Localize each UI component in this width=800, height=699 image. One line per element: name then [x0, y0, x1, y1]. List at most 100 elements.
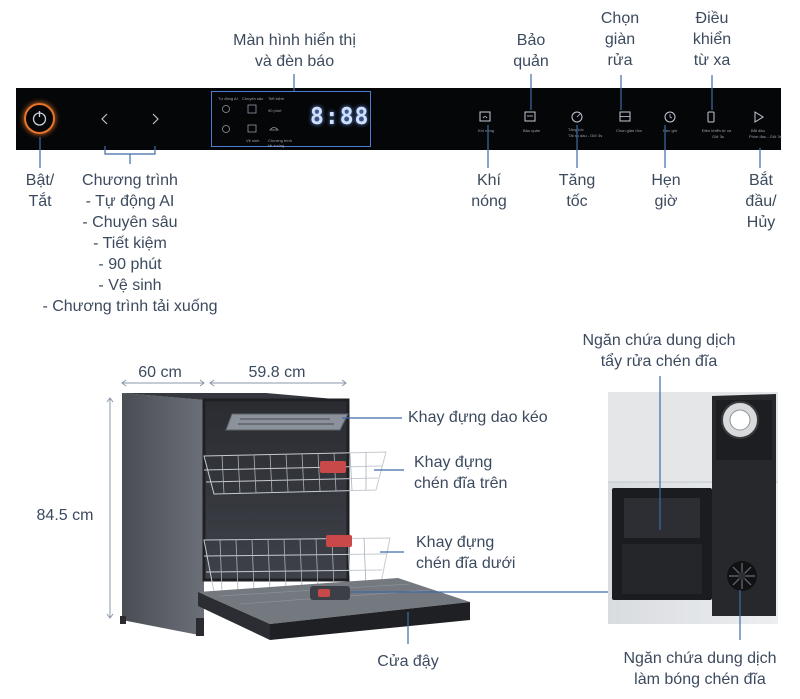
rack-icon [619, 111, 631, 122]
hot-air-callout: Khí nóng [466, 170, 512, 212]
program-label-hygiene: Vệ sinh [246, 138, 260, 143]
lower-rack-label-line1: Khay đựng [416, 534, 495, 551]
cutlery-tray-label: Khay đựng dao kéo [408, 409, 548, 426]
power-icon [32, 111, 47, 126]
display-callout-line1: Màn hình hiển thị [233, 32, 356, 49]
depth-label: 60 cm [138, 364, 182, 381]
detergent-label: Ngăn chứa dung dịch tẩy rửa chén đĩa [562, 330, 756, 372]
play-icon [754, 111, 764, 123]
rack-key[interactable]: Chọn giàn rửa [616, 110, 642, 140]
time-display: 8:88 [310, 104, 370, 130]
start-callout-line1: Bắt [748, 172, 773, 189]
rack-select-callout-line3: rửa [607, 52, 633, 69]
rack-select-callout-line2: giàn [604, 31, 636, 48]
speed-callout: Tăng tốc [554, 170, 600, 212]
rinse-aid-label-line2: làm bóng chén đĩa [634, 671, 766, 688]
timer-callout: Hẹn giờ [643, 170, 689, 212]
speed-key-label: Tăng tốc [568, 127, 584, 132]
upper-rack-handle [320, 461, 346, 473]
program-next-button[interactable] [150, 112, 160, 126]
power-callout-line1: Bật/ [25, 172, 55, 189]
storage-icon [524, 111, 536, 122]
lower-rack-handle [326, 535, 352, 547]
program-prev-button[interactable] [100, 112, 110, 126]
storage-callout: Bảo quản [508, 30, 554, 72]
remote-icon [707, 111, 715, 123]
storage-key[interactable]: Bảo quản [521, 110, 541, 140]
rack-key-label: Chọn giàn rửa [616, 128, 642, 133]
program-label-intensive: Chuyên sâu [242, 96, 264, 101]
start-key-sublabel: Phím đầu - Giữ 3s [749, 134, 782, 139]
speed-callout-line2: tốc [566, 193, 588, 210]
hot-air-callout-line1: Khí [476, 172, 501, 189]
rack-select-callout-line1: Chọn [600, 10, 640, 27]
door-label: Cửa đậy [377, 653, 439, 670]
upper-rack [203, 451, 387, 495]
rinse-aid-label-line1: Ngăn chứa dung dịch [623, 650, 777, 667]
timer-key-label: Hẹn giờ [663, 128, 678, 133]
lower-rack-label: Khay đựng chén đĩa dưới [416, 532, 515, 574]
dimension-lines [106, 379, 347, 619]
programs-callout-item: - 90 phút [98, 256, 162, 273]
door-front-panel [270, 602, 470, 640]
remote-callout-line3: từ xa [693, 52, 731, 69]
rack-select-callout: Chọn giàn rửa [594, 8, 646, 71]
display-callout: Màn hình hiển thị và đèn báo [222, 30, 367, 72]
remote-callout-line2: khiển [692, 31, 732, 48]
hot-air-callout-line2: nóng [471, 193, 507, 210]
timer-callout-line2: giờ [654, 193, 678, 210]
programs-callout-item: - Tự động AI [85, 193, 175, 210]
programs-callout: Chương trình - Tự động AI - Chuyên sâu -… [30, 170, 230, 317]
display-area: Tự động AI Chuyên sâu Tiết kiệm 90 phút … [211, 91, 371, 148]
upper-rack-label-line1: Khay đựng [414, 454, 493, 471]
storage-key-label: Bảo quản [523, 128, 541, 133]
cabinet-side [122, 393, 204, 636]
speed-key-sublabel: Tải xu dau - Giữ 3s [568, 133, 603, 138]
remote-callout-line1: Điều [695, 10, 729, 27]
detergent-label-line2: tẩy rửa chén đĩa [600, 353, 718, 370]
cutlery-tray [225, 413, 349, 431]
width-label: 59.8 cm [248, 364, 306, 381]
rinse-aid-label: Ngăn chứa dung dịch làm bóng chén đĩa [610, 648, 790, 690]
program-label-download: Chương trình tải xuống [268, 138, 292, 148]
control-panel: Tự động AI Chuyên sâu Tiết kiệm 90 phút … [16, 88, 782, 150]
hot-air-icon [479, 111, 491, 122]
remote-key[interactable]: Điều khiển từ xa Giữ 3s [702, 110, 736, 144]
clock-icon [664, 111, 676, 123]
start-key[interactable]: Bắt đầu Phím đầu - Giữ 3s [749, 110, 782, 144]
chevron-left-icon [101, 113, 108, 125]
speed-callout-line1: Tăng [558, 172, 596, 189]
timer-callout-line1: Hẹn [651, 172, 681, 189]
remote-key-label: Điều khiển từ xa [702, 128, 732, 133]
timer-key[interactable]: Hẹn giờ [661, 110, 681, 140]
hot-air-key[interactable]: Khí nóng [476, 110, 496, 140]
speed-key[interactable]: Tăng tốc Tải xu dau - Giữ 3s [568, 110, 608, 144]
height-label: 84.5 cm [36, 507, 94, 524]
program-label-ai: Tự động AI [218, 96, 238, 101]
programs-callout-item: - Chương trình tải xuống [42, 298, 218, 315]
program-label-eco: Tiết kiệm [268, 96, 285, 101]
programs-callout-item: - Chuyên sâu [82, 214, 178, 231]
display-callout-line2: và đèn báo [254, 53, 335, 70]
start-callout-line2: đầu/ [745, 193, 777, 210]
power-callout: Bật/ Tắt [18, 170, 62, 212]
programs-callout-item: - Tiết kiệm [93, 235, 167, 252]
lower-rack-wires [219, 537, 367, 593]
start-callout-line3: Hủy [746, 214, 776, 231]
power-button[interactable] [24, 103, 55, 134]
program-label-90: 90 phút [268, 108, 282, 113]
start-key-label: Bắt đầu [751, 128, 765, 133]
start-callout: Bắt đầu/ Hủy [736, 170, 786, 233]
chevron-right-icon [152, 113, 159, 125]
upper-rack-label: Khay đựng chén đĩa trên [414, 452, 507, 494]
program-icons [222, 104, 279, 133]
lower-rack-label-line2: chén đĩa dưới [416, 555, 516, 572]
detergent-label-line1: Ngăn chứa dung dịch [582, 332, 736, 349]
programs-callout-title: Chương trình [82, 172, 178, 189]
speed-icon [571, 111, 583, 123]
upper-rack-label-line2: chén đĩa trên [414, 475, 508, 492]
remote-key-sublabel: Giữ 3s [712, 134, 725, 139]
remote-callout: Điều khiển từ xa [684, 8, 740, 71]
